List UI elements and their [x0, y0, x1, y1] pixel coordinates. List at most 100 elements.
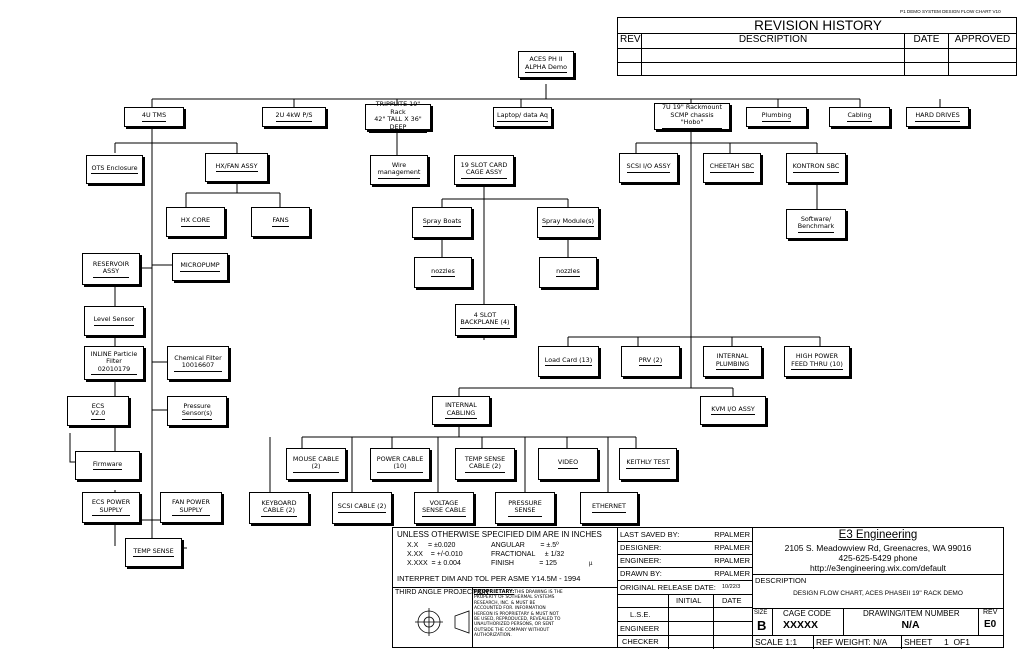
- node-prv: PRV (2): [621, 346, 680, 377]
- node-ecs-power-supply: ECS POWER SUPPLY: [82, 492, 140, 523]
- node-reservoir-assy: RESERVOIR ASSY: [82, 253, 140, 285]
- node-pressure-sensors: Pressure Sensor(s): [167, 396, 227, 426]
- last-saved-value: RPALMER: [714, 530, 750, 539]
- node-mouse-cable: MOUSE CABLE (2): [286, 448, 346, 480]
- node-tripplite-rack: TRIPPLITE 19" Rack 42" TALL X 36" DEEP: [365, 100, 431, 133]
- tolerance-angular: ANGULAR = ±.5º: [491, 542, 559, 549]
- node-load-card: Load Card (13): [538, 346, 599, 377]
- node-nozzles-boats: nozzles: [414, 257, 472, 288]
- sheet-value: SHEET 1 OF1: [904, 637, 970, 647]
- node-2u-ps: 2U 4kW P/S: [262, 107, 326, 127]
- node-chemical-filter: Chemical Filter 10016607: [167, 346, 229, 380]
- tolerance-xxxx: X.XXX = ± 0.004: [407, 560, 461, 567]
- tolerance-xxx: X.XX = +/-0.010: [407, 551, 463, 558]
- node-kvm-io-assy: KVM I/O ASSY: [700, 396, 766, 425]
- node-nozzles-modules: nozzles: [539, 257, 597, 288]
- company-address: 2105 S. Meadowview Rd, Greenacres, WA 99…: [784, 543, 972, 553]
- last-saved-label: LAST SAVED BY:: [620, 530, 680, 539]
- tolerance-finish: FINISH = 125: [491, 560, 557, 567]
- company-url: http://e3engineering.wix.com/default: [809, 563, 947, 573]
- engineer-row-label: ENGINEER: [620, 624, 660, 633]
- company-name: E3 Engineering: [838, 529, 918, 541]
- tolerance-fractional: FRACTIONAL ± 1/32: [491, 551, 565, 558]
- tolerance-block: UNLESS OTHERWISE SPECIFIED DIM ARE IN IN…: [392, 527, 618, 588]
- node-voltage-sense-cable: VOLTAGE SENSE CABLE: [414, 492, 474, 524]
- release-date-value: 10/22/3: [722, 584, 741, 590]
- node-inline-particle-filter: INLINE Particle Filter 02010179: [84, 346, 144, 380]
- node-micropump: MICROPUMP: [172, 253, 228, 281]
- third-angle-projection-icon: [415, 608, 470, 636]
- node-ecs: ECS V2.0: [67, 396, 129, 426]
- lse-row-label: L.S.E.: [630, 610, 651, 619]
- node-kontron-sbc: KONTRON SBC: [786, 153, 846, 183]
- description-value: DESIGN FLOW CHART, ACES PHASEII 19" RACK…: [793, 590, 963, 597]
- approved-column-header: APPROVED: [954, 34, 1011, 45]
- node-spray-boats: Spray Boats: [412, 207, 472, 238]
- rev-value: E0: [984, 619, 997, 630]
- proprietary-text: THIS DRAWING IS THE PROPERTY OF SOTHERMA…: [474, 590, 563, 639]
- node-video: VIDEO: [538, 448, 598, 480]
- node-internal-plumbing: INTERNAL PLUMBING: [703, 346, 762, 377]
- node-wire-management: Wire management: [370, 155, 428, 185]
- node-firmware: Firmware: [75, 451, 140, 480]
- node-aces-ph-ii: ACES PH II ALPHA Demo: [518, 51, 574, 78]
- designer-value: RPALMER: [714, 543, 750, 552]
- date-column-header: DATE: [913, 34, 940, 45]
- engineer-label: ENGINEER:: [620, 556, 662, 565]
- node-plumbing: Plumbing: [746, 107, 807, 127]
- node-temp-sense-cable: TEMP SENSE CABLE (2): [455, 448, 515, 480]
- scale-value: SCALE 1:1: [755, 637, 798, 647]
- node-spray-modules: Spray Module(s): [537, 207, 599, 238]
- drawn-by-value: RPALMER: [714, 569, 750, 578]
- ref-weight-value: REF WEIGHT: N/A: [816, 637, 888, 647]
- node-hard-drives: HARD DRIVES: [906, 107, 969, 127]
- node-ethernet: ETHERNET: [580, 492, 638, 524]
- release-date-label: ORIGINAL RELEASE DATE:: [620, 583, 716, 592]
- node-keithly-test: KEITHLY TEST: [619, 448, 677, 480]
- node-internal-cabling: INTERNAL CABLING: [432, 396, 490, 425]
- node-scsi-io-assy: SCSI I/O ASSY: [619, 153, 678, 183]
- node-cabling: Cabling: [829, 107, 890, 127]
- node-fans: FANS: [251, 207, 310, 237]
- node-pressure-sense: PRESSURE SENSE: [495, 492, 555, 524]
- revision-history-title: REVISION HISTORY: [754, 18, 882, 33]
- tolerance-footer: INTERPRET DIM AND TOL PER ASME Y14.5M - …: [397, 574, 581, 583]
- projection-block: THIRD ANGLE PROJECTION PROPRIETARY:THIS …: [392, 588, 618, 648]
- node-hx-core: HX CORE: [166, 207, 225, 237]
- cage-code-label: CAGE CODE: [783, 609, 832, 618]
- node-ots-enclosure: OTS Enclosure: [86, 155, 143, 184]
- node-4u-tms: 4U TMS: [124, 107, 184, 127]
- node-laptop: Laptop/ data Aq: [493, 107, 552, 127]
- node-cheetah-sbc: CHEETAH SBC: [703, 153, 761, 183]
- node-software-benchmark: Software/ Benchmark: [786, 209, 846, 239]
- revision-history-table: REVISION HISTORY REV DESCRIPTION DATE AP…: [617, 17, 1017, 76]
- size-label: SIZE: [754, 610, 768, 616]
- finish-mark: µ: [589, 561, 593, 567]
- drawn-by-label: DRAWN BY:: [620, 569, 662, 578]
- rev-label: REV: [983, 609, 998, 616]
- proprietary-notice: PROPRIETARY:THIS DRAWING IS THE PROPERTY…: [474, 589, 617, 639]
- node-7u-rackmount: 7U 19" Rackmount SCMP chassis "Hobo": [654, 103, 730, 130]
- rev-column-header: REV: [620, 34, 641, 45]
- initial-header: INITIAL: [676, 596, 702, 605]
- node-hx-fan-assy: HX/FAN ASSY: [205, 153, 268, 182]
- engineer-value: RPALMER: [714, 556, 750, 565]
- date-header: DATE: [722, 596, 742, 605]
- sheet-header: P1 DEMO SYSTEM DESIGN FLOW CHART V10: [900, 9, 1001, 14]
- node-scsi-cable: SCSI CABLE (2): [332, 492, 392, 524]
- node-fan-power-supply: FAN POWER SUPPLY: [160, 492, 222, 523]
- tolerance-xx: X.X = ±0.020: [407, 542, 456, 549]
- node-level-sensor: Level Sensor: [84, 306, 144, 336]
- node-4-slot-backplane: 4 SLOT BACKPLANE (4): [455, 304, 515, 336]
- description-column-header: DESCRIPTION: [738, 34, 808, 45]
- tolerance-header: UNLESS OTHERWISE SPECIFIED DIM ARE IN IN…: [397, 530, 602, 539]
- size-value: B: [757, 618, 767, 633]
- node-keyboard-cable: KEYBOARD CABLE (2): [249, 492, 309, 524]
- node-power-cable: POWER CABLE (10): [370, 448, 430, 480]
- node-19-slot-card-cage: 19 SLOT CARD CAGE ASSY: [454, 155, 514, 185]
- designer-label: DESIGNER:: [620, 543, 662, 552]
- drawing-number-label: DRAWING/ITEM NUMBER: [863, 609, 960, 618]
- proprietary-heading: PROPRIETARY:: [474, 589, 515, 595]
- node-temp-sense: TEMP SENSE: [125, 538, 182, 567]
